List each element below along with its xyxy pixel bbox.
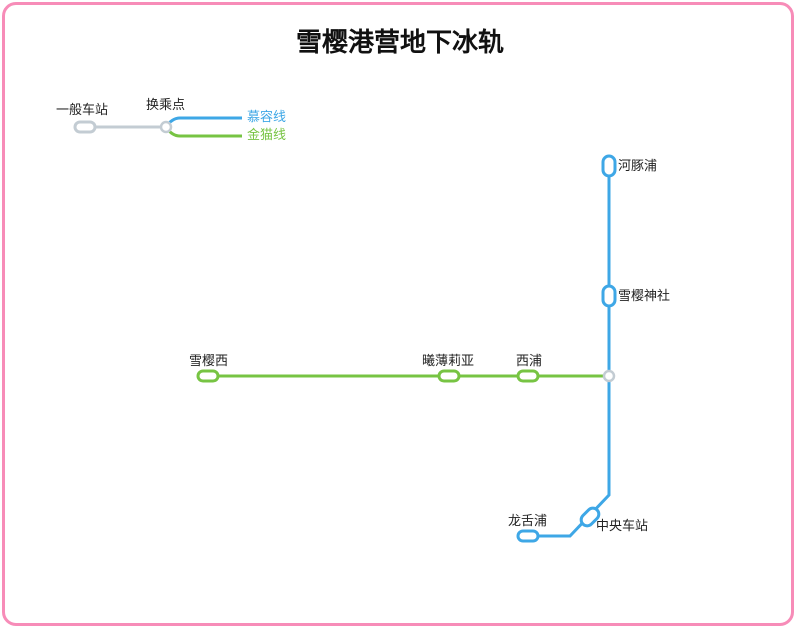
map-title: 雪樱港营地下冰轨 bbox=[295, 28, 504, 58]
station-xueying-shrine bbox=[601, 284, 617, 308]
legend-station-symbol bbox=[73, 120, 97, 134]
station-label-xibaoliya: 曦薄莉亚 bbox=[422, 354, 475, 369]
legend-station-label: 一般车站 bbox=[56, 103, 109, 118]
map-frame bbox=[2, 2, 794, 626]
station-label-longshepu: 龙舌浦 bbox=[508, 514, 548, 529]
blue-line-track bbox=[528, 166, 611, 538]
legend bbox=[73, 116, 242, 138]
transfer-point bbox=[602, 369, 616, 383]
legend-line-blue-label: 慕容线 bbox=[247, 110, 287, 125]
station-label-central: 中央车站 bbox=[596, 519, 649, 534]
station-longshepu bbox=[516, 529, 540, 543]
station-xueying-west bbox=[196, 369, 220, 383]
station-xipu bbox=[516, 369, 540, 383]
legend-green-line bbox=[164, 126, 242, 138]
legend-line-green-label: 金猫线 bbox=[247, 128, 287, 143]
station-label-hetunpu: 河豚浦 bbox=[618, 159, 658, 174]
station-hetunpu bbox=[601, 154, 617, 178]
station-label-xueying-shrine: 雪樱神社 bbox=[618, 289, 671, 304]
station-xibaoliya bbox=[437, 369, 461, 383]
legend-transfer-symbol bbox=[159, 120, 173, 134]
station-label-xueying-west: 雪樱西 bbox=[189, 354, 229, 369]
station-label-xipu: 西浦 bbox=[516, 354, 543, 369]
legend-blue-line bbox=[164, 116, 242, 128]
station-central bbox=[579, 506, 601, 528]
legend-transfer-label: 换乘点 bbox=[146, 98, 186, 113]
